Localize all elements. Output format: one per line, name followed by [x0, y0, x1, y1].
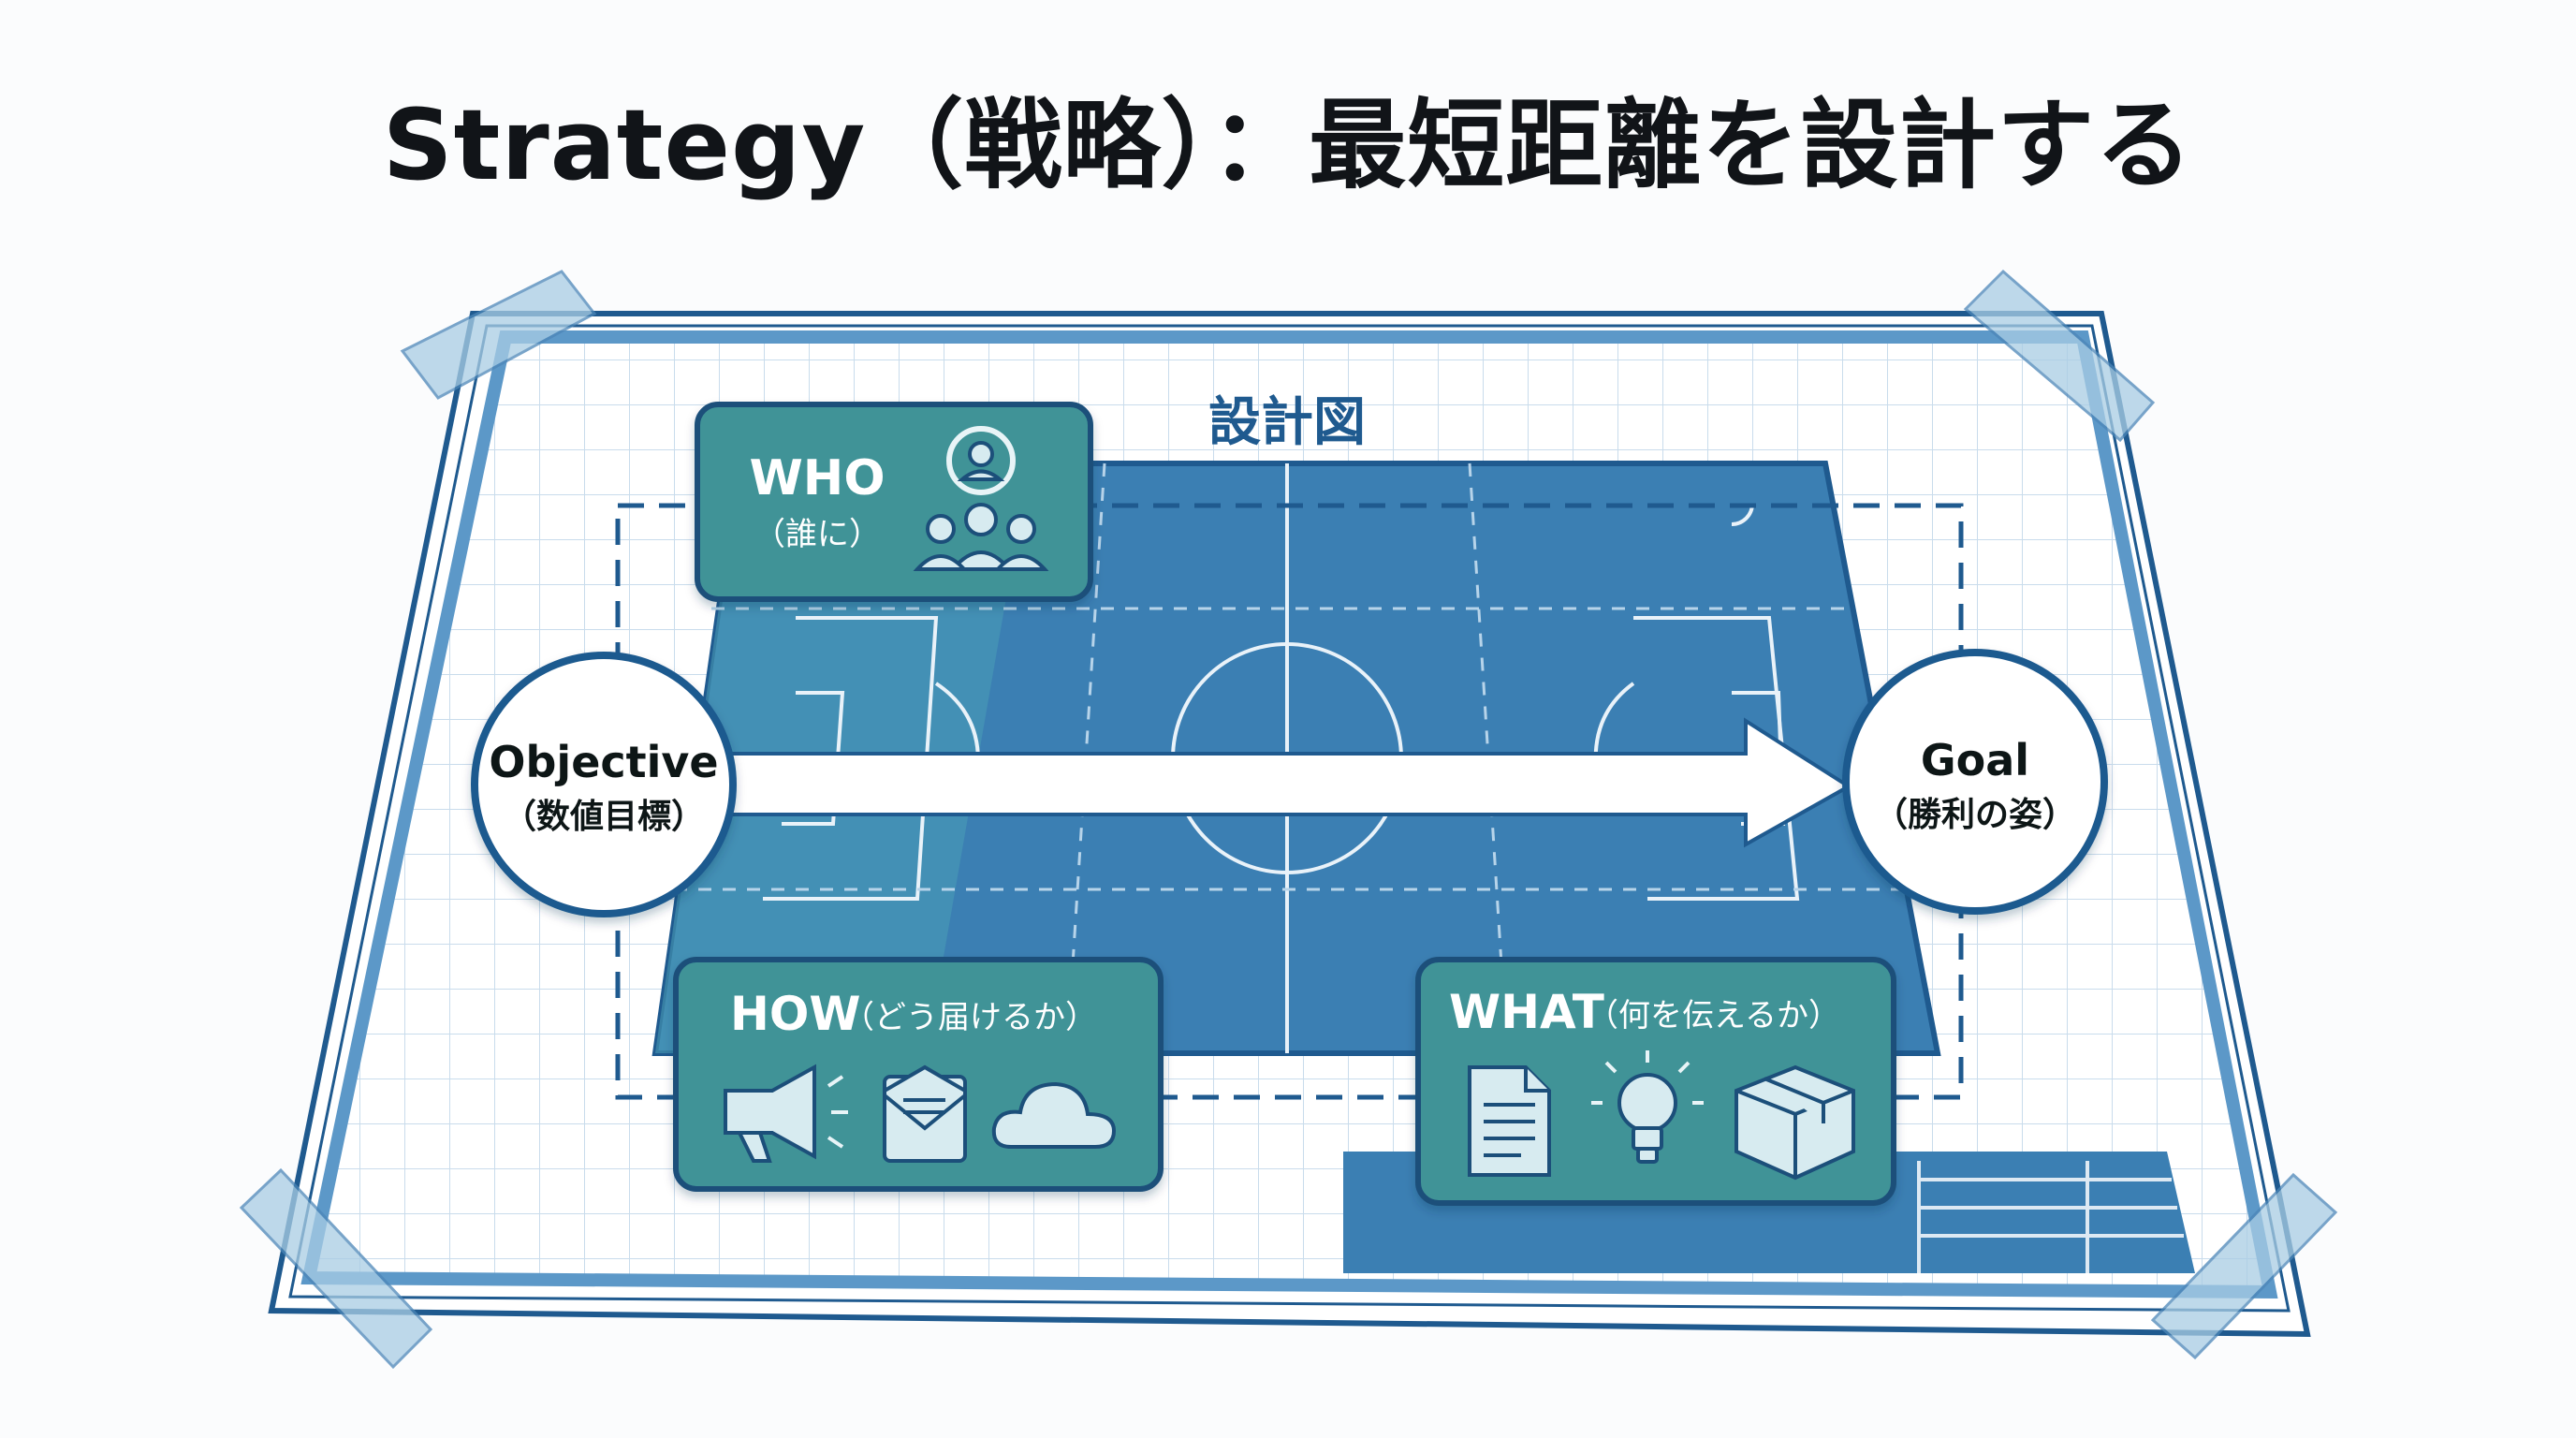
objective-node: Objective （数値目標）	[471, 652, 737, 917]
tape-top-left	[400, 270, 597, 400]
goal-label: Goal	[1921, 735, 2029, 785]
objective-sub: （数値目標）	[503, 798, 705, 836]
page-title: Strategy（戦略）：最短距離を設計する	[382, 88, 2194, 202]
tape-bottom-right	[2150, 1172, 2338, 1360]
package-icon	[1734, 1064, 1855, 1181]
document-icon	[1468, 1065, 1551, 1177]
lightbulb-icon	[1591, 1050, 1704, 1164]
objective-label: Objective	[489, 737, 718, 787]
tape-bottom-left	[239, 1167, 433, 1370]
cloud-icon	[991, 1081, 1117, 1149]
what-sub: （何を伝えるか）	[1587, 997, 1840, 1034]
goal-node: Goal （勝利の姿）	[1842, 649, 2108, 915]
goal-sub: （勝利の姿）	[1874, 796, 2076, 834]
who-sub: （誰に）	[754, 516, 881, 553]
strategy-frame	[615, 503, 1964, 1100]
blueprint-label: 設計図	[1208, 392, 1366, 453]
path-arrow	[710, 717, 1852, 848]
how-label: HOW	[730, 987, 861, 1041]
how-card: HOW （どう届けるか）	[673, 957, 1164, 1192]
envelope-icon	[883, 1064, 967, 1163]
what-label: WHAT	[1449, 985, 1604, 1039]
who-label: WHO	[749, 450, 885, 506]
tape-top-right	[1963, 269, 2156, 443]
what-card: WHAT （何を伝えるか）	[1415, 957, 1896, 1206]
how-sub: （どう届けるか）	[842, 999, 1097, 1036]
target-user-group-icon	[913, 426, 1049, 571]
megaphone-icon	[724, 1064, 848, 1163]
who-card: WHO （誰に）	[695, 402, 1093, 602]
